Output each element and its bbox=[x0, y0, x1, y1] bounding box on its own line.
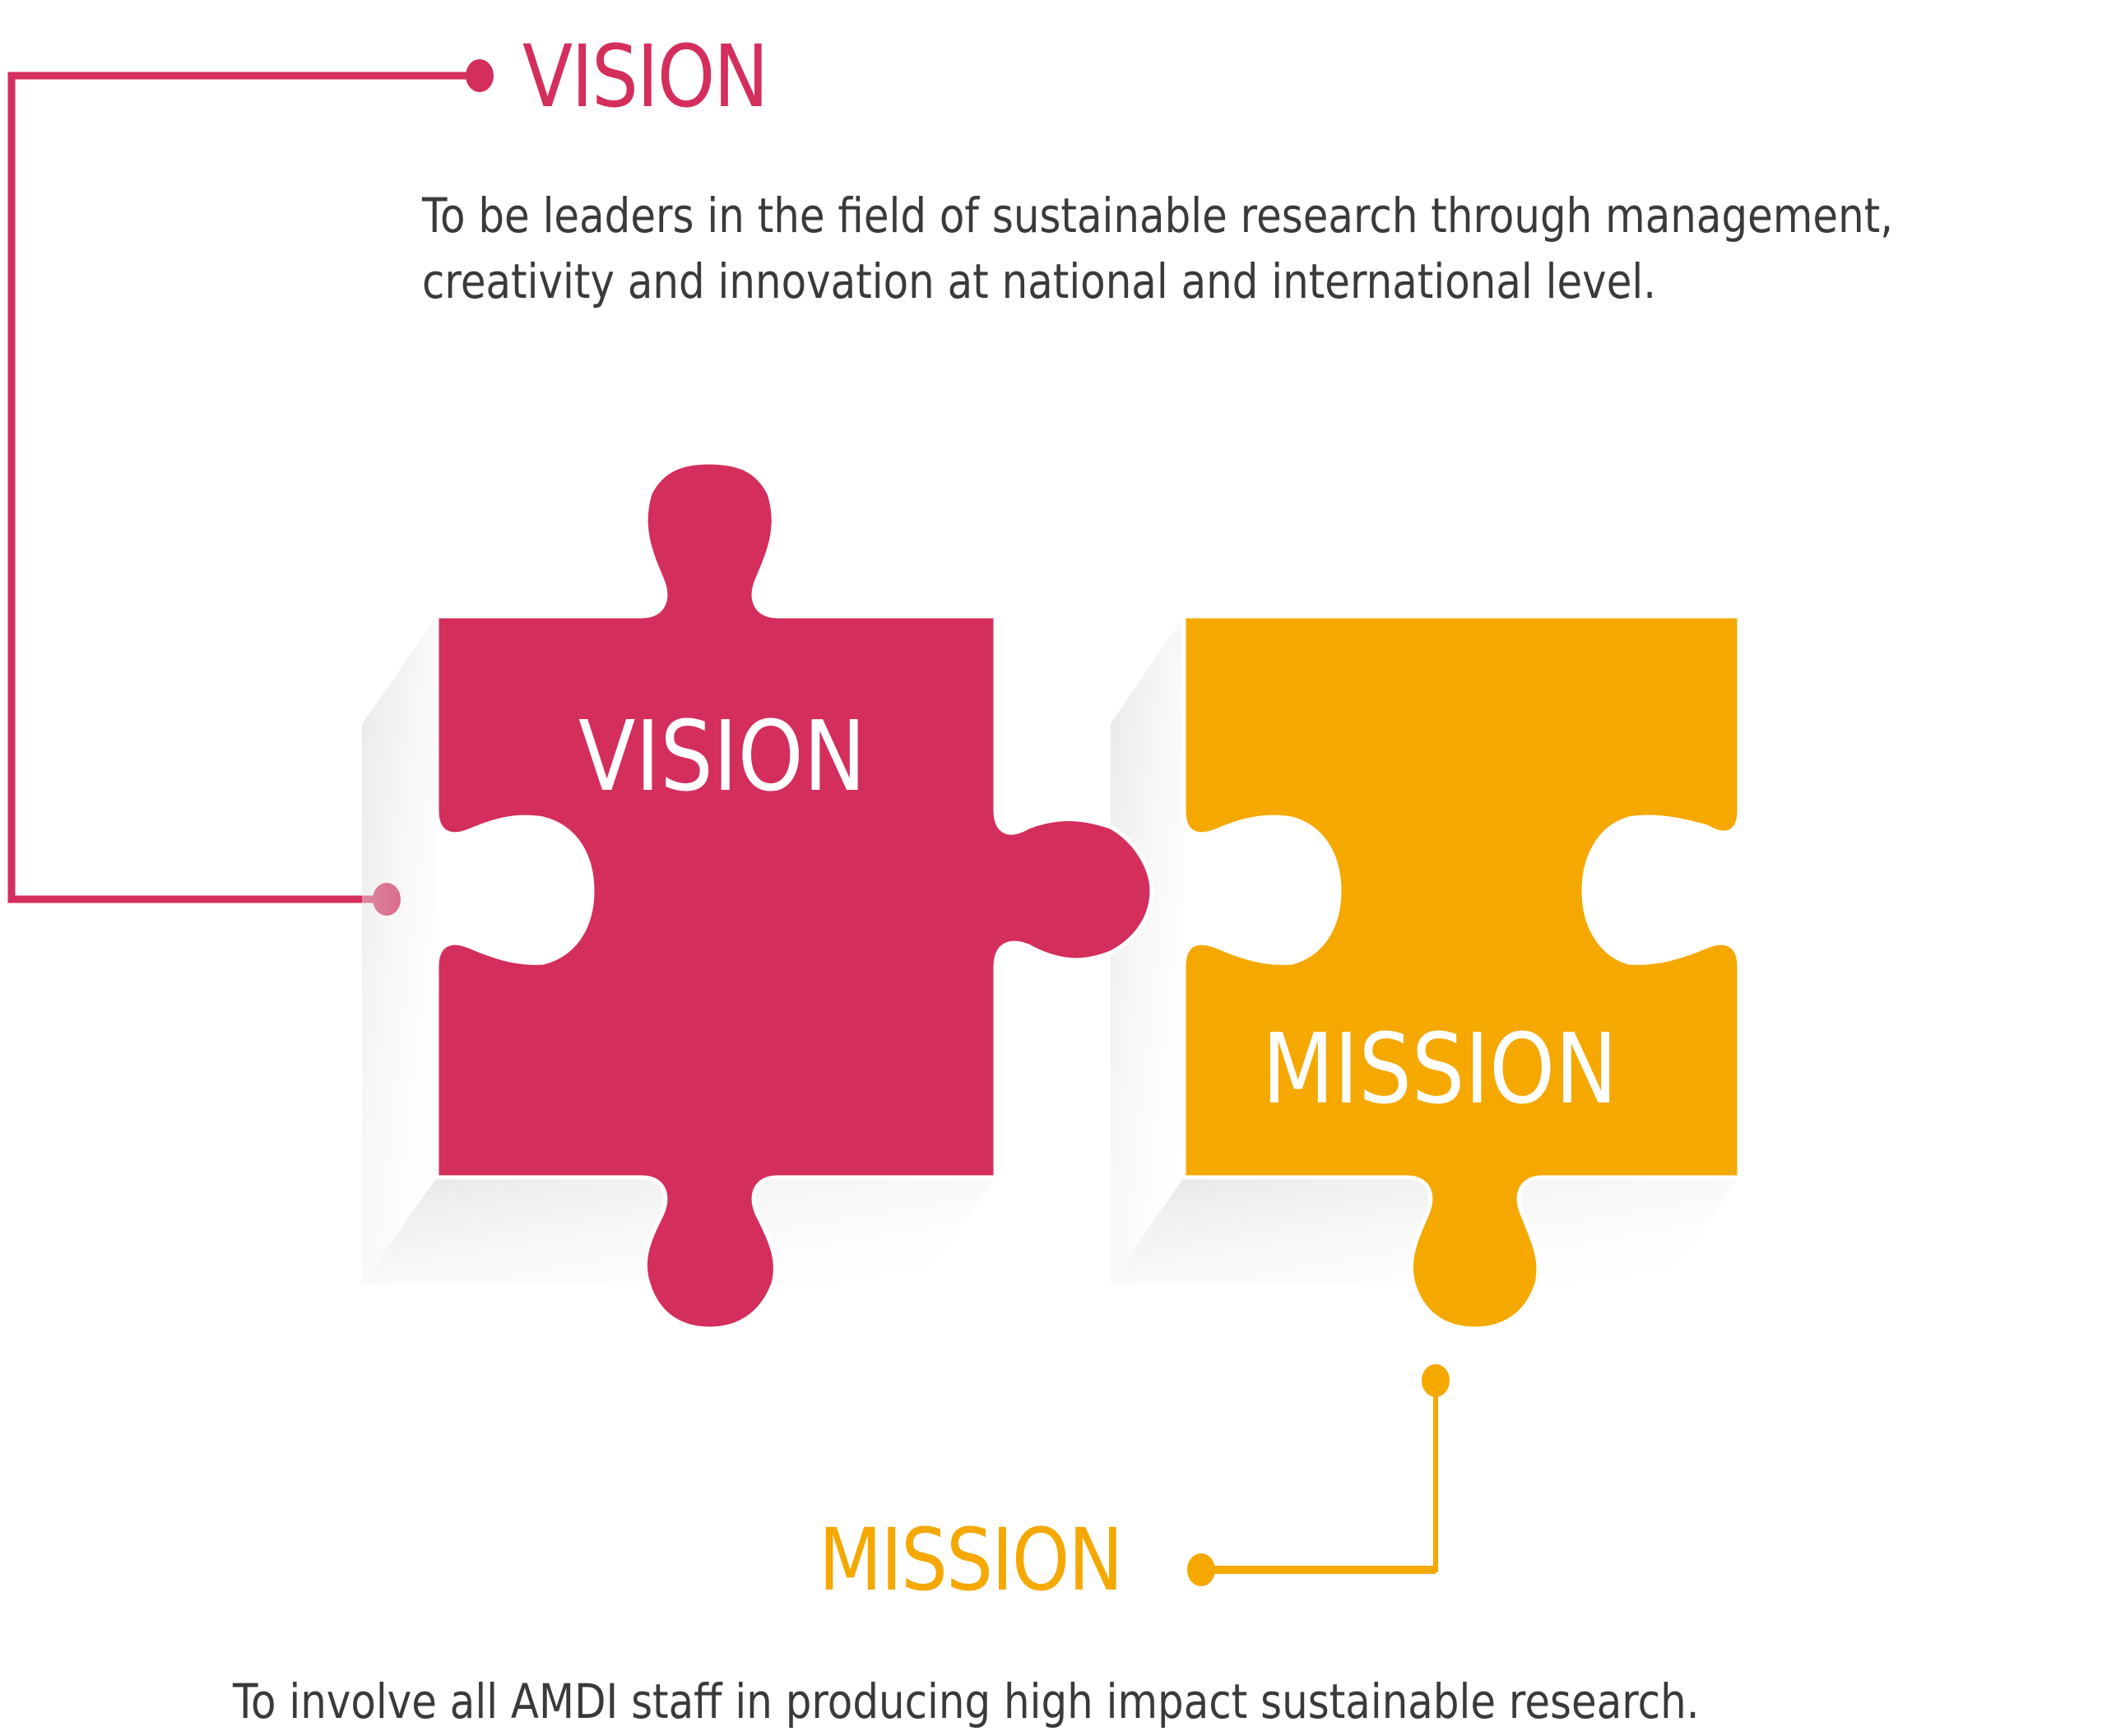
mission-puzzle-piece bbox=[1181, 614, 1742, 1331]
mission-piece-label: MISSION bbox=[1262, 1012, 1618, 1126]
vision-description-line-1: To be leaders in the field of sustainabl… bbox=[422, 188, 1894, 244]
vision-connector-dot-top bbox=[466, 59, 494, 92]
vision-heading: VISION bbox=[522, 26, 768, 127]
vision-description: To be leaders in the field of sustainabl… bbox=[422, 183, 1893, 314]
mission-connector-dot-top bbox=[1422, 1364, 1450, 1397]
mission-description: To involve all AMDI staff in producing h… bbox=[233, 1673, 1700, 1729]
mission-heading: MISSION bbox=[819, 1510, 1123, 1610]
mission-connector bbox=[1187, 1364, 1450, 1586]
vision-puzzle-piece bbox=[434, 460, 1154, 1331]
mission-connector-dot-bottom bbox=[1187, 1553, 1215, 1586]
vision-piece-label: VISION bbox=[578, 699, 866, 813]
vision-description-line-2: creativity and innovation at national an… bbox=[422, 253, 1657, 309]
